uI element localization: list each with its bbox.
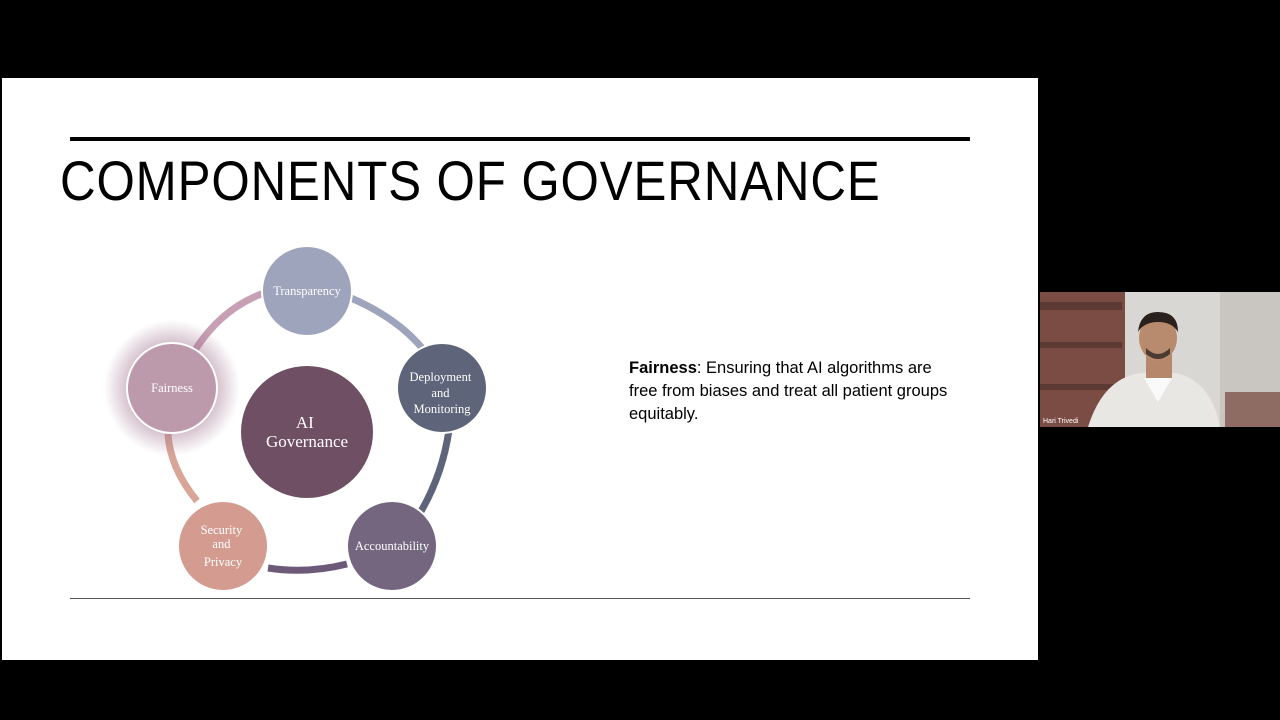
description-text: : Ensuring that AI algorithms are free f… xyxy=(629,359,948,423)
center-label-line-1: AI xyxy=(296,413,314,432)
slide-title: COMPONENTS OF GOVERNANCE xyxy=(60,149,881,212)
node-security xyxy=(177,500,269,592)
speaker-video-tile[interactable]: Hari Trivedi xyxy=(1040,292,1280,427)
description-term: Fairness xyxy=(629,359,697,377)
svg-text:Fairness: Fairness xyxy=(151,381,193,395)
title-top-rule xyxy=(70,137,970,141)
presentation-slide: COMPONENTS OF GOVERNANCE AI Governance T… xyxy=(2,78,1038,660)
governance-cycle-diagram: AI Governance Transparency Deployment an… xyxy=(104,245,488,592)
node-transparency-label: Transparency xyxy=(273,284,341,298)
node-security-label-3: Privacy xyxy=(204,555,243,569)
svg-text:Transparency: Transparency xyxy=(273,284,341,298)
node-fairness-label: Fairness xyxy=(151,381,193,395)
node-deployment-label-2: and xyxy=(431,386,450,400)
speaker-head xyxy=(1139,315,1177,361)
node-security-label-1: Security xyxy=(201,523,243,537)
center-node xyxy=(241,366,373,498)
svg-text:Security and Priva: Security and Privacy xyxy=(201,523,246,569)
speaker-body xyxy=(1088,372,1220,427)
speaker-video-frame xyxy=(1040,292,1280,427)
node-deployment-label-3: Monitoring xyxy=(414,402,472,416)
node-transparency xyxy=(261,245,353,337)
node-fairness xyxy=(126,342,218,434)
ring-segment-accountability-security xyxy=(267,560,348,574)
svg-text:Accountability: Accountability xyxy=(355,539,430,553)
speaker-name-label: Hari Trivedi xyxy=(1043,418,1079,425)
node-security-label-2: and xyxy=(212,537,231,551)
bottom-rule xyxy=(70,598,970,599)
node-accountability-label: Accountability xyxy=(355,539,430,553)
ring-segment-deployment-accountability xyxy=(414,429,453,520)
node-deployment xyxy=(396,342,488,434)
component-description: Fairness: Ensuring that AI algorithms ar… xyxy=(629,357,959,426)
node-deployment-label-1: Deployment xyxy=(410,370,472,384)
svg-text:Deployment and Mon: Deployment and Monitoring xyxy=(410,370,475,416)
center-label-line-2: Governance xyxy=(266,432,348,451)
ring-segment-transparency-deployment xyxy=(349,294,425,351)
svg-text:AI Governance: AI Governance xyxy=(266,413,348,451)
node-accountability xyxy=(346,500,438,592)
